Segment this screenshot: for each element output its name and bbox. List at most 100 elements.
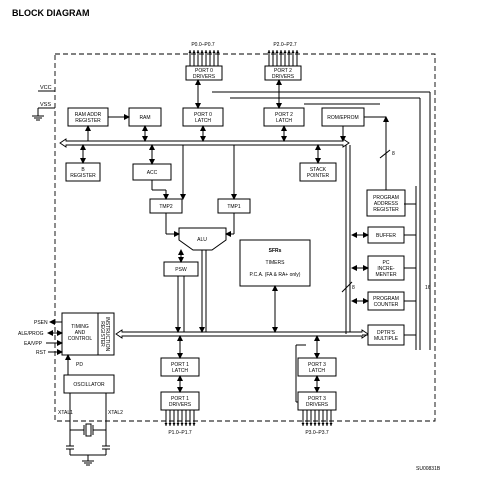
svg-text:COUNTER: COUNTER xyxy=(374,302,399,308)
svg-text:BUFFER: BUFFER xyxy=(376,233,396,239)
port-pin-arrow xyxy=(200,50,204,53)
svg-text:PROGRAM: PROGRAM xyxy=(373,195,399,201)
svg-text:PORT 2: PORT 2 xyxy=(275,112,293,118)
port-pin-arrow xyxy=(176,423,180,426)
port-pin-arrow xyxy=(172,423,176,426)
port-pin-arrow xyxy=(168,423,172,426)
svg-text:MULTIPLE: MULTIPLE xyxy=(374,336,399,342)
svg-text:PORT 0: PORT 0 xyxy=(194,112,212,118)
svg-text:PORT 3: PORT 3 xyxy=(308,362,326,368)
ea-vpp-pin-label: EA/VPP xyxy=(24,341,43,347)
p1-pin-label: P1.0–P1.7 xyxy=(168,430,192,436)
xtal2-pin-label: XTAL2 xyxy=(108,410,123,416)
port-pin-arrow xyxy=(267,50,271,53)
instruction-register-block: INSTRUCTION REGISTER xyxy=(97,312,115,356)
p0-pins xyxy=(188,50,220,66)
svg-text:OSCILLATOR: OSCILLATOR xyxy=(73,382,105,388)
port-pin-arrow xyxy=(184,423,188,426)
port-pin-arrow xyxy=(313,423,317,426)
svg-text:TIMING: TIMING xyxy=(71,324,89,330)
svg-text:INCRE-: INCRE- xyxy=(377,266,395,272)
svg-text:LATCH: LATCH xyxy=(276,118,292,124)
port3-latch-block: PORT 3 LATCH xyxy=(297,357,337,377)
rst-pin-label: RST xyxy=(36,350,46,356)
svg-text:SFRs: SFRs xyxy=(269,248,282,254)
svg-text:TMP1: TMP1 xyxy=(227,204,241,210)
svg-text:PSW: PSW xyxy=(175,267,187,273)
svg-text:DRIVERS: DRIVERS xyxy=(306,402,329,408)
port3-drivers-block: PORT 3 DRIVERS xyxy=(297,391,337,411)
svg-text:RAM ADDR: RAM ADDR xyxy=(75,112,102,118)
svg-text:TIMERS: TIMERS xyxy=(266,260,286,266)
port-pin-arrow xyxy=(329,423,333,426)
vcc-label: VCC xyxy=(40,85,52,91)
p2-pin-label: P2.0–P2.7 xyxy=(273,42,297,48)
bus-width-right: 16 xyxy=(425,285,431,291)
svg-text:REGISTER: REGISTER xyxy=(373,207,399,213)
svg-text:ADDRESS: ADDRESS xyxy=(374,201,399,207)
svg-text:LATCH: LATCH xyxy=(309,368,325,374)
svg-text:LATCH: LATCH xyxy=(172,368,188,374)
ale-prog-pin-label: ALE/PROG xyxy=(18,331,44,337)
buffer-block: BUFFER xyxy=(367,226,405,244)
port-pin-arrow xyxy=(196,50,200,53)
svg-text:DRIVERS: DRIVERS xyxy=(169,402,192,408)
port-pin-arrow xyxy=(204,50,208,53)
port-pin-arrow xyxy=(212,50,216,53)
program-counter-block: PROGRAM COUNTER xyxy=(367,291,405,311)
psen-pin-label: PSEN xyxy=(34,320,48,326)
svg-text:DRIVERS: DRIVERS xyxy=(272,74,295,80)
port-pin-arrow xyxy=(317,423,321,426)
svg-text:REGISTER: REGISTER xyxy=(99,321,105,347)
svg-text:INSTRUCTION: INSTRUCTION xyxy=(104,317,110,352)
svg-text:PORT 0: PORT 0 xyxy=(195,68,213,74)
svg-text:ROM/EPROM: ROM/EPROM xyxy=(327,115,358,121)
bus-width-upper: 8 xyxy=(392,151,395,157)
port-pin-arrow xyxy=(208,50,212,53)
acc-block: ACC xyxy=(132,163,172,181)
pc-incrementer-block: PC INCRE- MENTER xyxy=(367,255,405,281)
rom-eprom-block: ROM/EPROM xyxy=(321,107,365,127)
port-pin-arrow xyxy=(164,423,168,426)
ram-addr-register-block: RAM ADDR REGISTER xyxy=(67,107,109,127)
port-pin-arrow xyxy=(283,50,287,53)
oscillator-block: OSCILLATOR xyxy=(63,374,115,394)
port0-latch-block: PORT 0 LATCH xyxy=(182,107,224,127)
xtal1-pin-label: XTAL1 xyxy=(58,410,73,416)
port2-drivers-block: PORT 2 DRIVERS xyxy=(264,65,302,81)
svg-text:PROGRAM: PROGRAM xyxy=(373,296,399,302)
svg-text:LATCH: LATCH xyxy=(195,118,211,124)
psw-block: PSW xyxy=(163,261,199,277)
port-pin-arrow xyxy=(192,50,196,53)
dptrs-block: DPTR'S MULTIPLE xyxy=(367,324,405,346)
svg-text:PORT 3: PORT 3 xyxy=(308,396,326,402)
svg-text:REGISTER: REGISTER xyxy=(75,118,101,124)
port-pin-arrow xyxy=(305,423,309,426)
svg-text:ALU: ALU xyxy=(197,237,207,243)
port-pin-arrow xyxy=(301,423,305,426)
stack-pointer-block: STACK POINTER xyxy=(299,162,337,182)
port2-latch-block: PORT 2 LATCH xyxy=(263,107,305,127)
port-pin-arrow xyxy=(180,423,184,426)
b-register-block: B REGISTER xyxy=(65,162,101,182)
upper-internal-bus xyxy=(59,138,350,148)
svg-text:PC: PC xyxy=(383,260,390,266)
pd-label: PD xyxy=(76,362,83,368)
svg-text:PORT 1: PORT 1 xyxy=(171,362,189,368)
port-pin-arrow xyxy=(279,50,283,53)
port-pin-arrow xyxy=(291,50,295,53)
chip-boundary xyxy=(54,53,436,422)
sfrs-block: SFRs TIMERS P.C.A. (FA & RA+ only) xyxy=(239,239,311,287)
p1-pins xyxy=(164,410,196,426)
tmp1-block: TMP1 xyxy=(217,198,251,214)
svg-text:P.C.A. (FA & RA+ only): P.C.A. (FA & RA+ only) xyxy=(250,272,301,278)
vss-label: VSS xyxy=(40,102,51,108)
svg-text:AND: AND xyxy=(75,330,86,336)
alu-block: ALU xyxy=(178,227,227,251)
p3-pins xyxy=(301,410,333,426)
p3-pin-label: P3.0–P3.7 xyxy=(305,430,329,436)
ram-block: RAM xyxy=(128,107,162,127)
port-pin-arrow xyxy=(325,423,329,426)
port-pin-arrow xyxy=(216,50,220,53)
